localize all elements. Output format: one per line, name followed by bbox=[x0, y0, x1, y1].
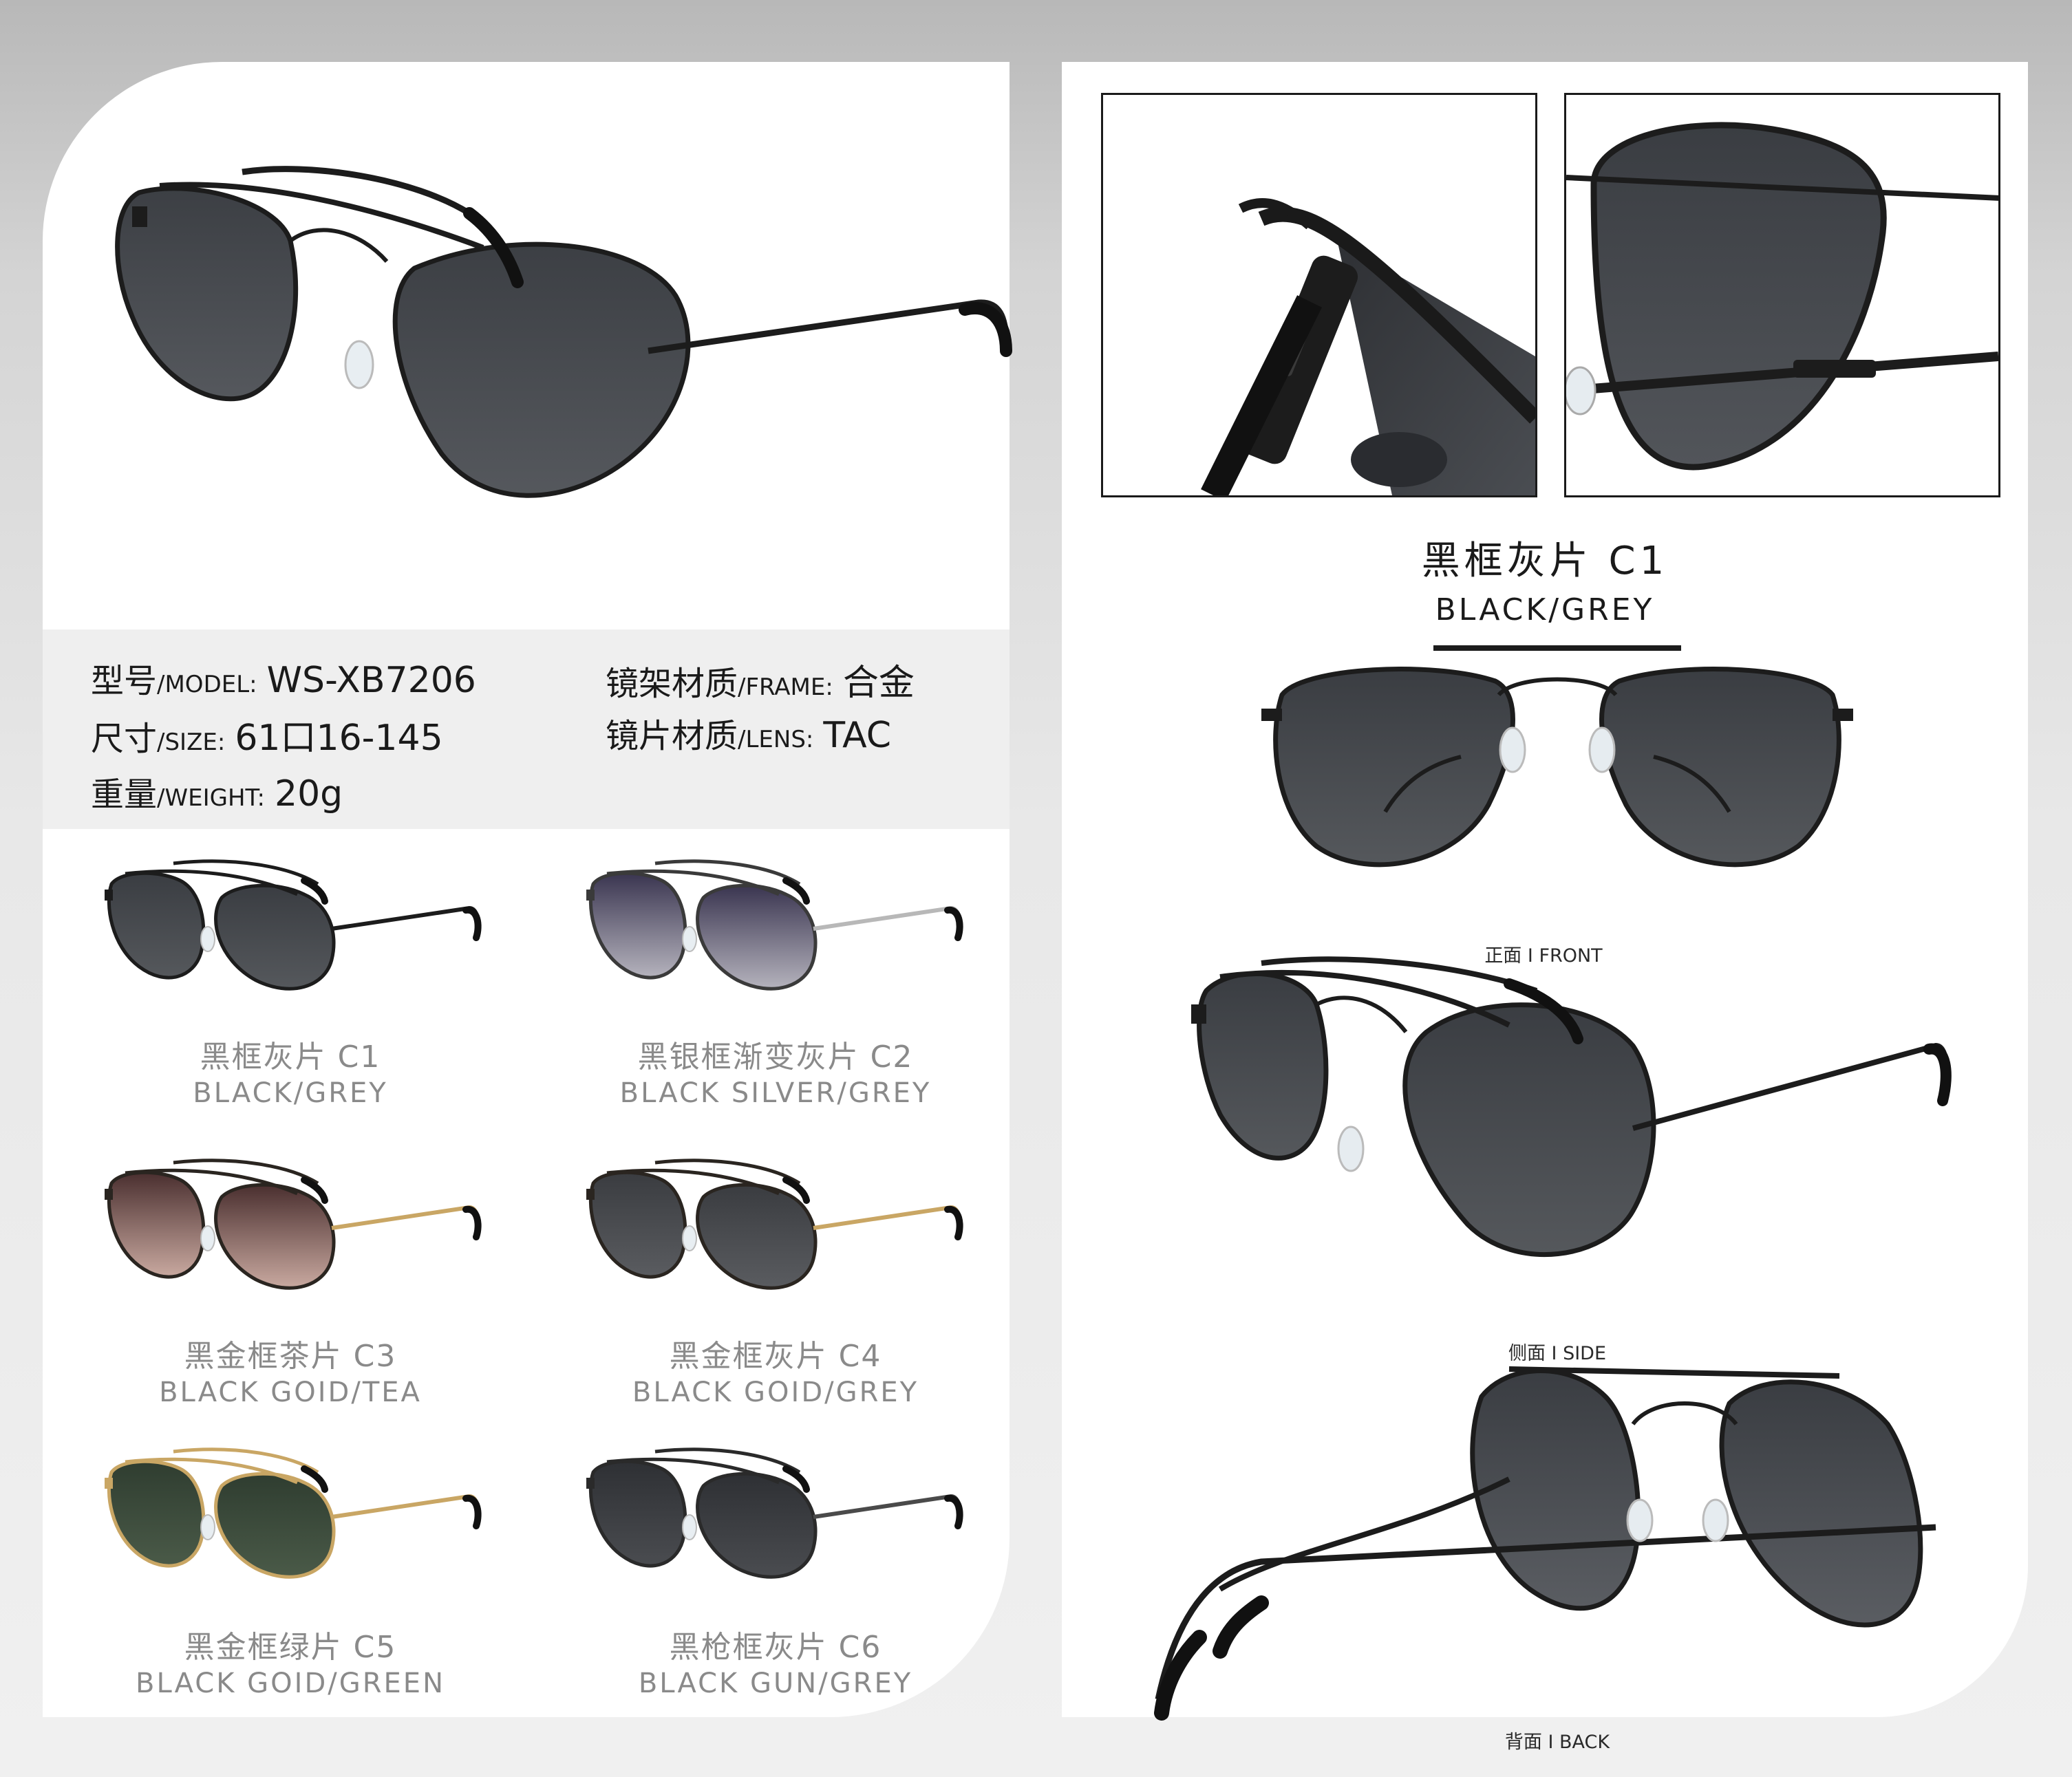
product-info-panel: 型号/MODEL:WS-XB7206 尺寸/SIZE:61口16-145 重量/… bbox=[43, 62, 1012, 1717]
back-view-label: 背面 I BACK bbox=[1504, 1732, 1610, 1753]
variant-image-c6 bbox=[586, 1447, 963, 1579]
variant-name-zh: 黑金框灰片 C4 bbox=[669, 1339, 882, 1374]
spec-band: 型号/MODEL:WS-XB7206 尺寸/SIZE:61口16-145 重量/… bbox=[43, 629, 1010, 829]
variant-image-c5 bbox=[105, 1447, 482, 1579]
variant-image-c3 bbox=[105, 1159, 482, 1290]
spec-size: 尺寸/SIZE:61口16-145 bbox=[91, 718, 443, 759]
variant-name-en: BLACK GOID/TEA bbox=[159, 1377, 422, 1408]
back-view-image bbox=[1154, 1366, 1936, 1721]
hero-caption: 黑框灰片 C1 BLACK/GREY bbox=[1421, 539, 1669, 627]
detail-views-panel: 黑框灰片 C1 BLACK/GREY 正面 I FRONT bbox=[1062, 62, 2028, 1753]
spec-weight: 重量/WEIGHT:20g bbox=[91, 773, 343, 815]
variant-image-c2 bbox=[586, 859, 963, 991]
variant-name-zh: 黑框灰片 C1 bbox=[200, 1040, 381, 1075]
variant-name-en: BLACK SILVER/GREY bbox=[619, 1077, 932, 1109]
variant-name-zh: 黑金框茶片 C3 bbox=[184, 1339, 397, 1374]
spec-lens: 镜片材质/LENS:TAC bbox=[606, 715, 892, 756]
side-view-label: 侧面 I SIDE bbox=[1508, 1343, 1607, 1364]
variant-image-c1 bbox=[105, 859, 482, 991]
hinge-detail-image bbox=[1101, 93, 1537, 497]
side-view-image bbox=[1191, 956, 1952, 1258]
main-product-image bbox=[115, 166, 1012, 498]
variant-name-en: BLACK/GREY bbox=[193, 1077, 388, 1109]
temple-detail-image bbox=[1564, 93, 2000, 497]
variant-name-zh: 黑金框绿片 C5 bbox=[184, 1630, 397, 1665]
variant-name-en: BLACK GOID/GREY bbox=[632, 1377, 919, 1408]
variant-name-zh: 黑枪框灰片 C6 bbox=[669, 1630, 882, 1665]
front-view-image bbox=[1261, 645, 1853, 868]
variant-name-en: BLACK GOID/GREEN bbox=[136, 1668, 445, 1699]
variant-image-c4 bbox=[586, 1159, 963, 1290]
front-view-label: 正面 I FRONT bbox=[1484, 945, 1603, 967]
variant-name-en: BLACK GUN/GREY bbox=[638, 1668, 913, 1699]
spec-model: 型号/MODEL:WS-XB7206 bbox=[91, 660, 476, 701]
spec-frame: 镜架材质/FRAME:合金 bbox=[606, 663, 915, 704]
variant-name-zh: 黑银框渐变灰片 C2 bbox=[637, 1040, 914, 1075]
